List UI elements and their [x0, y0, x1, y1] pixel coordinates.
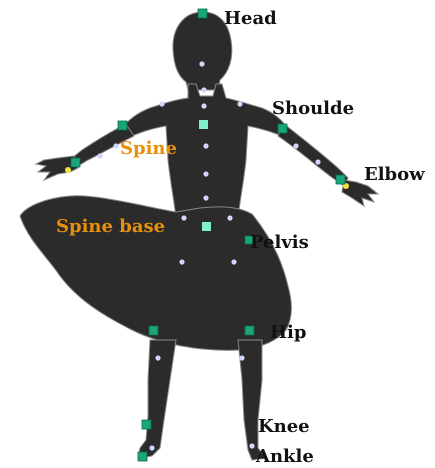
label-ankle: Ankle: [256, 448, 314, 466]
joint-knee-left: [142, 420, 151, 429]
joint-head: [198, 9, 207, 18]
label-pelvis: Pelvis: [250, 234, 309, 252]
label-head: Head: [224, 10, 277, 28]
label-elbow: Elbow: [364, 166, 425, 184]
label-hip: Hip: [270, 324, 306, 342]
label-spine: Spine: [120, 140, 177, 158]
joint-shoulder-right: [278, 124, 287, 133]
joint-elbow-right: [336, 175, 345, 184]
joint-ankle-left: [138, 452, 147, 461]
joint-shoulder-left: [118, 121, 127, 130]
joint-hip-right: [245, 326, 254, 335]
label-knee: Knee: [258, 418, 310, 436]
label-spine-base: Spine base: [56, 218, 165, 236]
label-shoulder: Shoulde: [272, 100, 354, 118]
joint-hip-left: [149, 326, 158, 335]
joint-elbow-left: [71, 158, 80, 167]
